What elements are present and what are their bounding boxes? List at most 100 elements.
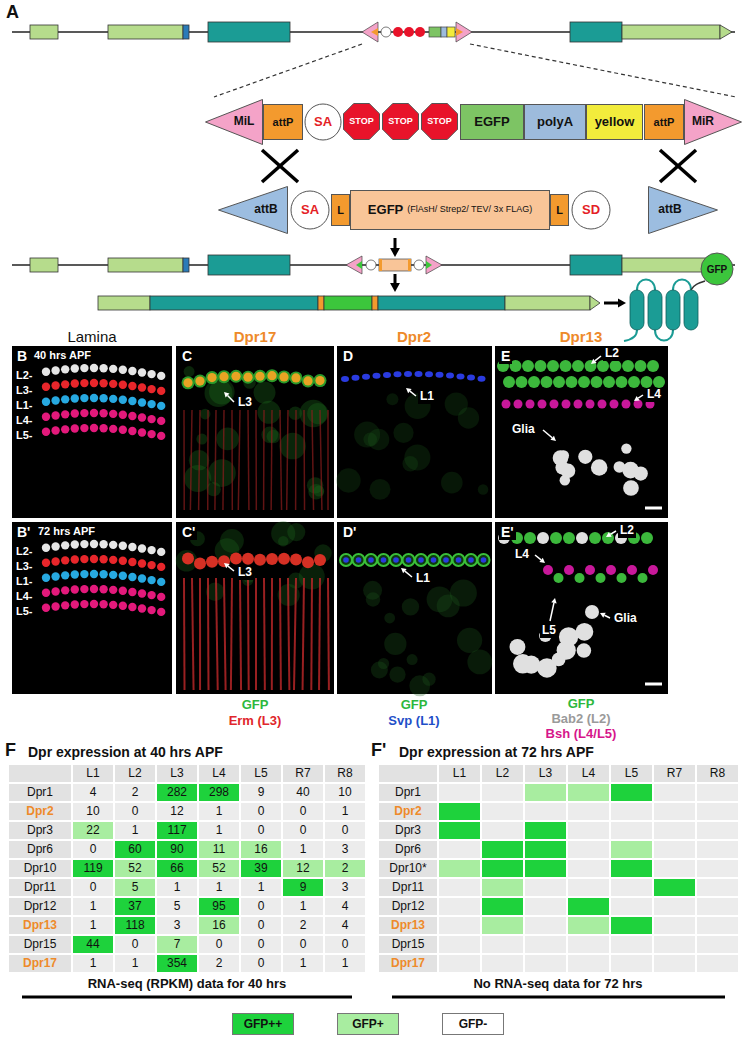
table-cell-fill	[696, 935, 739, 954]
table-cell: 1	[72, 954, 114, 973]
cell-dot	[138, 368, 146, 376]
table-cell: 1	[114, 954, 156, 973]
cell-label: Glia	[612, 612, 639, 626]
cell	[243, 373, 252, 382]
cell-dot	[42, 368, 50, 376]
cell-dot	[157, 548, 165, 556]
cell-dot	[128, 543, 136, 551]
table-cell: 16	[198, 916, 240, 935]
row-header: Dpr1	[8, 783, 72, 802]
exon	[570, 255, 622, 275]
column-header: L2	[481, 764, 524, 783]
signal-haze	[384, 613, 395, 624]
legend-label: GFP++	[244, 1017, 283, 1031]
cell-dot	[61, 410, 69, 418]
glia	[578, 450, 592, 464]
table-cell: 0	[72, 878, 114, 897]
cassette-box: polyA	[524, 104, 586, 140]
signal-haze	[184, 366, 195, 377]
signal-haze	[384, 633, 406, 655]
exon	[30, 258, 58, 272]
table-cell: 4	[72, 783, 114, 802]
row-header: Dpr12	[8, 897, 72, 916]
drawing-part	[415, 27, 425, 37]
table-cell-fill	[438, 802, 481, 821]
table-cell: 0	[240, 954, 282, 973]
cell-dot	[80, 585, 88, 593]
row-header: Dpr3	[8, 821, 72, 840]
table-underline	[392, 996, 725, 999]
signal-haze	[354, 422, 380, 448]
nucleus	[431, 557, 437, 563]
cell	[219, 372, 228, 381]
table-cell: 2	[114, 783, 156, 802]
cell-dot	[138, 589, 146, 597]
arrow-head	[606, 532, 612, 537]
table-cell-fill	[610, 802, 653, 821]
table-cell-fill	[438, 916, 481, 935]
cell	[598, 400, 607, 409]
cell	[340, 554, 352, 566]
node-label: attB	[658, 203, 681, 216]
table-cell: 118	[114, 916, 156, 935]
nucleus	[352, 375, 360, 381]
cell-dot	[157, 417, 165, 425]
signal-haze	[336, 468, 360, 492]
exon	[372, 296, 378, 310]
table-cell-fill	[610, 783, 653, 802]
signal-haze	[407, 654, 418, 665]
table-cell-fill	[481, 802, 524, 821]
cell-dot	[90, 570, 98, 578]
cell-dot	[147, 606, 155, 614]
table-cell-fill	[438, 954, 481, 973]
cell-dot	[51, 602, 59, 610]
table-cell: 22	[72, 821, 114, 840]
cell	[314, 374, 327, 387]
cell-dot	[147, 400, 155, 408]
nucleus	[362, 374, 370, 380]
cell	[566, 376, 578, 388]
cell-dot	[119, 572, 127, 580]
arrow-line	[610, 531, 616, 534]
row-header: Dpr13	[378, 916, 438, 935]
arrow-head	[390, 248, 400, 257]
table-cell-fill	[481, 878, 524, 897]
cell	[194, 375, 207, 388]
axon-signal	[255, 578, 257, 690]
cell	[231, 372, 240, 381]
cell	[290, 553, 302, 565]
cell	[541, 376, 553, 388]
stage-label: 72 hrs APF	[36, 525, 97, 538]
cell-dot	[157, 387, 165, 395]
exon	[108, 258, 183, 272]
arm-triangle: attB	[648, 186, 718, 234]
cell	[255, 372, 264, 381]
drawing-part	[441, 27, 447, 37]
drawing-part	[381, 27, 391, 37]
table-note: No RNA-seq data for 72 hrs	[473, 977, 642, 992]
axon-signal	[263, 578, 266, 690]
row-header: Dpr15	[378, 935, 438, 954]
table-cell-fill	[524, 840, 567, 859]
table-cell: 119	[72, 859, 114, 878]
glia	[591, 459, 608, 476]
cell-dot	[61, 425, 69, 433]
signal-haze	[366, 592, 380, 606]
cell-dot	[119, 366, 127, 374]
column-header: L1	[72, 764, 114, 783]
protein-loop	[624, 330, 637, 341]
node-label: attB	[254, 203, 277, 216]
table-cell-fill	[653, 935, 696, 954]
cassette-box: attP	[644, 104, 684, 140]
node-label: attP	[654, 116, 675, 128]
node-shape	[685, 100, 742, 145]
exon	[183, 258, 189, 272]
cell-label: L3	[236, 396, 254, 410]
cell-dot	[90, 364, 98, 372]
signal-haze	[253, 382, 275, 404]
cell-dot	[90, 585, 98, 593]
signal-haze	[371, 661, 388, 678]
glia	[561, 463, 576, 478]
table-cell: 12	[282, 859, 324, 878]
